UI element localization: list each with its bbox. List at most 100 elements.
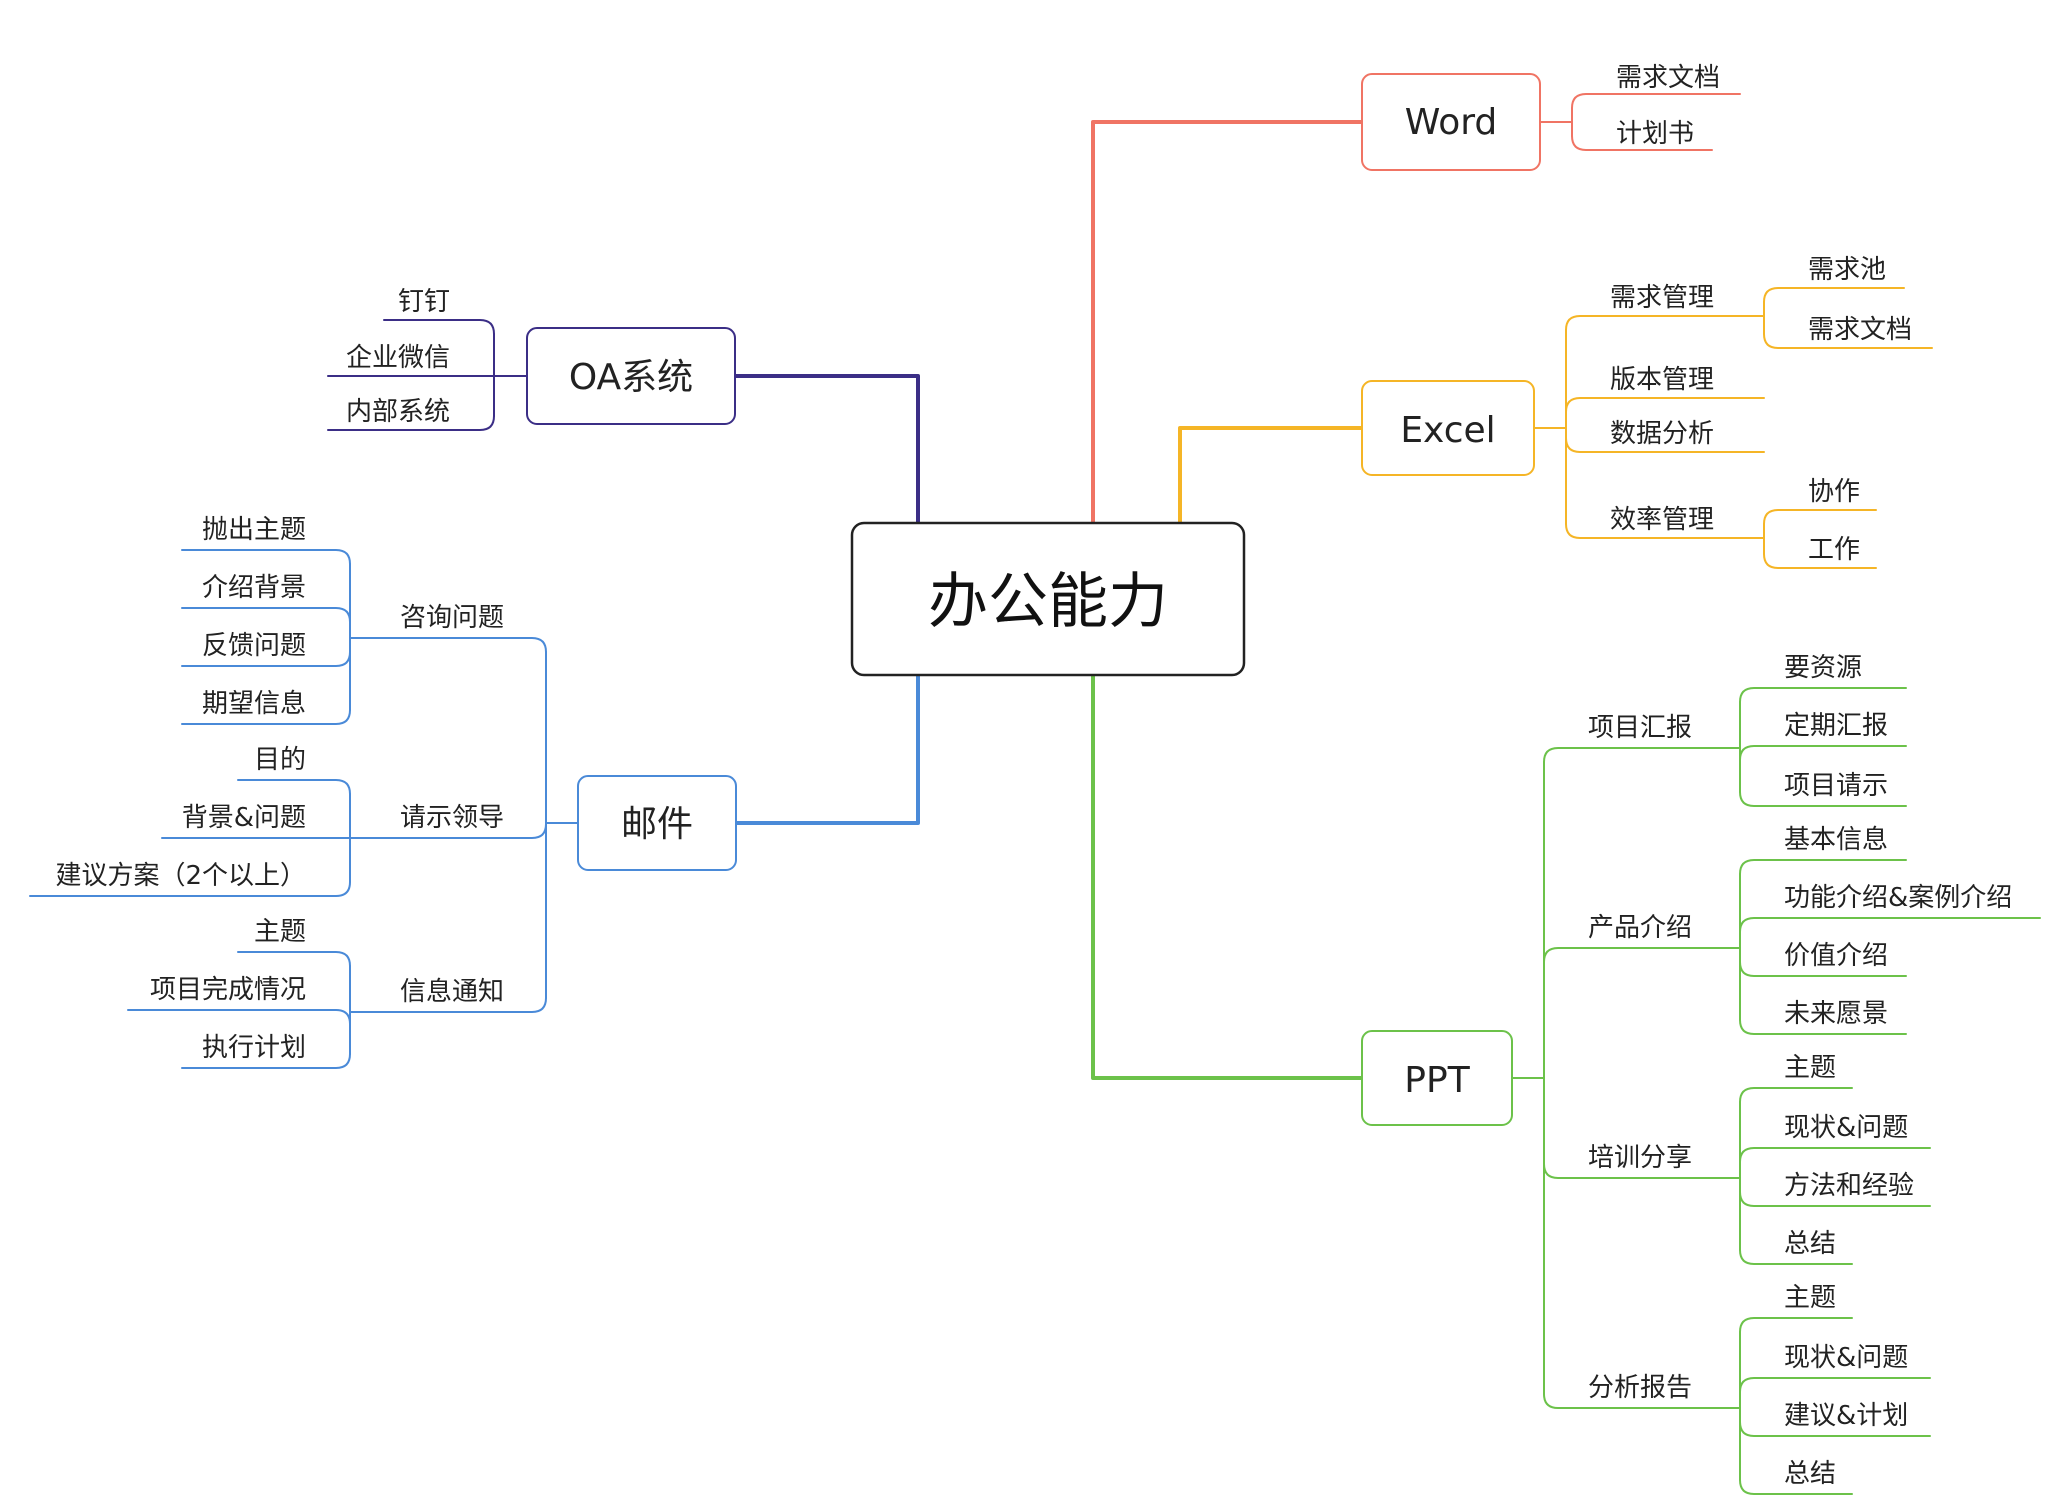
ppt-leaf-3-1: 现状&问题 bbox=[1784, 1343, 1908, 1373]
connector-line bbox=[1565, 523, 1765, 539]
connector-line bbox=[1739, 1087, 1853, 1103]
ppt-leaf-1-2: 价值介绍 bbox=[1784, 941, 1888, 971]
ppt-leaf-2-0: 主题 bbox=[1784, 1053, 1836, 1083]
mail-sub-2: 信息通知 bbox=[400, 977, 504, 1007]
connector-line bbox=[181, 651, 351, 667]
connector-line bbox=[349, 997, 547, 1013]
connector-line bbox=[1543, 1163, 1741, 1179]
connector-line bbox=[1739, 917, 2041, 933]
ppt-leaf-1-0: 基本信息 bbox=[1784, 825, 1888, 855]
connector-line bbox=[1739, 1191, 1931, 1207]
oa-leaf-1: 企业微信 bbox=[346, 343, 450, 373]
ppt-trunk bbox=[1091, 673, 1364, 1080]
connector-line bbox=[1739, 1019, 1907, 1035]
ppt-leaf-2-1: 现状&问题 bbox=[1784, 1113, 1908, 1143]
connector-line bbox=[1565, 397, 1765, 413]
word-trunk bbox=[1091, 120, 1364, 525]
excel-sub-2: 数据分析 bbox=[1610, 419, 1714, 449]
word-leaf-0: 需求文档 bbox=[1616, 63, 1720, 93]
connector-line bbox=[1763, 333, 1933, 349]
mail-leaf-2-2: 执行计划 bbox=[202, 1033, 306, 1063]
root-label: 办公能力 bbox=[928, 567, 1168, 637]
mail-leaf-0-0: 抛出主题 bbox=[202, 515, 306, 545]
mail-sub-0: 咨询问题 bbox=[400, 603, 504, 633]
ppt-leaf-0-1: 定期汇报 bbox=[1784, 711, 1888, 741]
excel-leaf-3-1: 工作 bbox=[1808, 535, 1860, 565]
ppt-leaf-1-1: 功能介绍&案例介绍 bbox=[1784, 883, 2012, 913]
mail-node[interactable] bbox=[577, 775, 737, 871]
connector-line bbox=[1739, 1377, 1931, 1393]
connector-line bbox=[181, 607, 351, 623]
mind-map-nodes: 办公能力Word需求文档计划书Excel需求管理版本管理数据分析效率管理需求池需… bbox=[55, 63, 2012, 1489]
connector-line bbox=[349, 823, 547, 839]
connector-lines bbox=[29, 93, 2041, 1495]
excel-label: Excel bbox=[1400, 410, 1495, 451]
ppt-sub-1: 产品介绍 bbox=[1588, 913, 1692, 943]
ppt-node[interactable] bbox=[1361, 1030, 1513, 1126]
mail-sub-1: 请示领导 bbox=[400, 803, 504, 833]
mail-leaf-0-2: 反馈问题 bbox=[202, 631, 306, 661]
connector-line bbox=[29, 881, 351, 897]
connector-line bbox=[1763, 553, 1877, 569]
ppt-sub-2: 培训分享 bbox=[1588, 1143, 1692, 1173]
excel-leaf-0-1: 需求文档 bbox=[1808, 315, 1912, 345]
oa-leaf-2: 内部系统 bbox=[346, 397, 450, 427]
connector-line bbox=[181, 709, 351, 725]
ppt-label: PPT bbox=[1404, 1060, 1470, 1101]
connector-line bbox=[383, 319, 495, 335]
connector-line bbox=[1543, 947, 1741, 963]
mail-leaf-0-3: 期望信息 bbox=[202, 689, 306, 719]
ppt-leaf-3-2: 建议&计划 bbox=[1784, 1401, 1908, 1431]
connector-line bbox=[1739, 961, 1907, 977]
ppt-leaf-0-2: 项目请示 bbox=[1784, 771, 1888, 801]
connector-line bbox=[327, 415, 495, 431]
oa-label: OA系统 bbox=[569, 357, 693, 398]
excel-sub-1: 版本管理 bbox=[1610, 365, 1714, 395]
ppt-sub-3: 分析报告 bbox=[1588, 1373, 1692, 1403]
connector-line bbox=[1739, 1147, 1931, 1163]
connector-line bbox=[1571, 135, 1713, 151]
connector-line bbox=[127, 1009, 351, 1025]
mail-leaf-2-0: 主题 bbox=[254, 917, 306, 947]
connector-line bbox=[1739, 791, 1907, 807]
mail-leaf-0-1: 介绍背景 bbox=[202, 573, 306, 603]
connector-line bbox=[237, 779, 351, 795]
connector-line bbox=[1739, 745, 1907, 761]
root-node[interactable] bbox=[850, 521, 1246, 677]
oa-leaf-0: 钉钉 bbox=[398, 287, 450, 317]
excel-leaf-0-0: 需求池 bbox=[1808, 255, 1886, 285]
oa-trunk bbox=[734, 374, 920, 525]
connector-line bbox=[349, 637, 547, 653]
excel-leaf-3-0: 协作 bbox=[1808, 477, 1860, 507]
connector-line bbox=[1739, 1317, 1853, 1333]
excel-sub-3: 效率管理 bbox=[1610, 505, 1714, 535]
mail-leaf-2-1: 项目完成情况 bbox=[150, 975, 306, 1005]
mail-leaf-1-1: 背景&问题 bbox=[182, 803, 306, 833]
word-label: Word bbox=[1405, 102, 1498, 143]
connector-line bbox=[181, 549, 351, 565]
excel-sub-0: 需求管理 bbox=[1610, 283, 1714, 313]
mail-leaf-1-2: 建议方案（2个以上） bbox=[55, 861, 306, 891]
mail-leaf-1-0: 目的 bbox=[254, 745, 306, 775]
ppt-leaf-2-3: 总结 bbox=[1784, 1229, 1836, 1259]
connector-line bbox=[1763, 287, 1905, 303]
ppt-sub-0: 项目汇报 bbox=[1588, 713, 1692, 743]
excel-node[interactable] bbox=[1361, 380, 1535, 476]
oa-node[interactable] bbox=[526, 327, 736, 425]
word-node[interactable] bbox=[1361, 73, 1541, 171]
connector-line bbox=[1543, 1393, 1741, 1409]
connector-line bbox=[1565, 437, 1765, 453]
connector-line bbox=[1571, 93, 1741, 109]
ppt-leaf-1-3: 未来愿景 bbox=[1784, 999, 1888, 1029]
mail-label: 邮件 bbox=[621, 804, 693, 845]
connector-line bbox=[1739, 1421, 1931, 1437]
connector-line bbox=[237, 951, 351, 967]
mail-trunk bbox=[734, 673, 920, 825]
connector-line bbox=[1739, 1249, 1853, 1265]
ppt-leaf-0-0: 要资源 bbox=[1784, 653, 1862, 683]
ppt-leaf-3-3: 总结 bbox=[1784, 1459, 1836, 1489]
connector-line bbox=[1739, 859, 1907, 875]
ppt-leaf-2-2: 方法和经验 bbox=[1784, 1171, 1914, 1201]
connector-line bbox=[181, 1053, 351, 1069]
excel-trunk bbox=[1178, 426, 1364, 525]
